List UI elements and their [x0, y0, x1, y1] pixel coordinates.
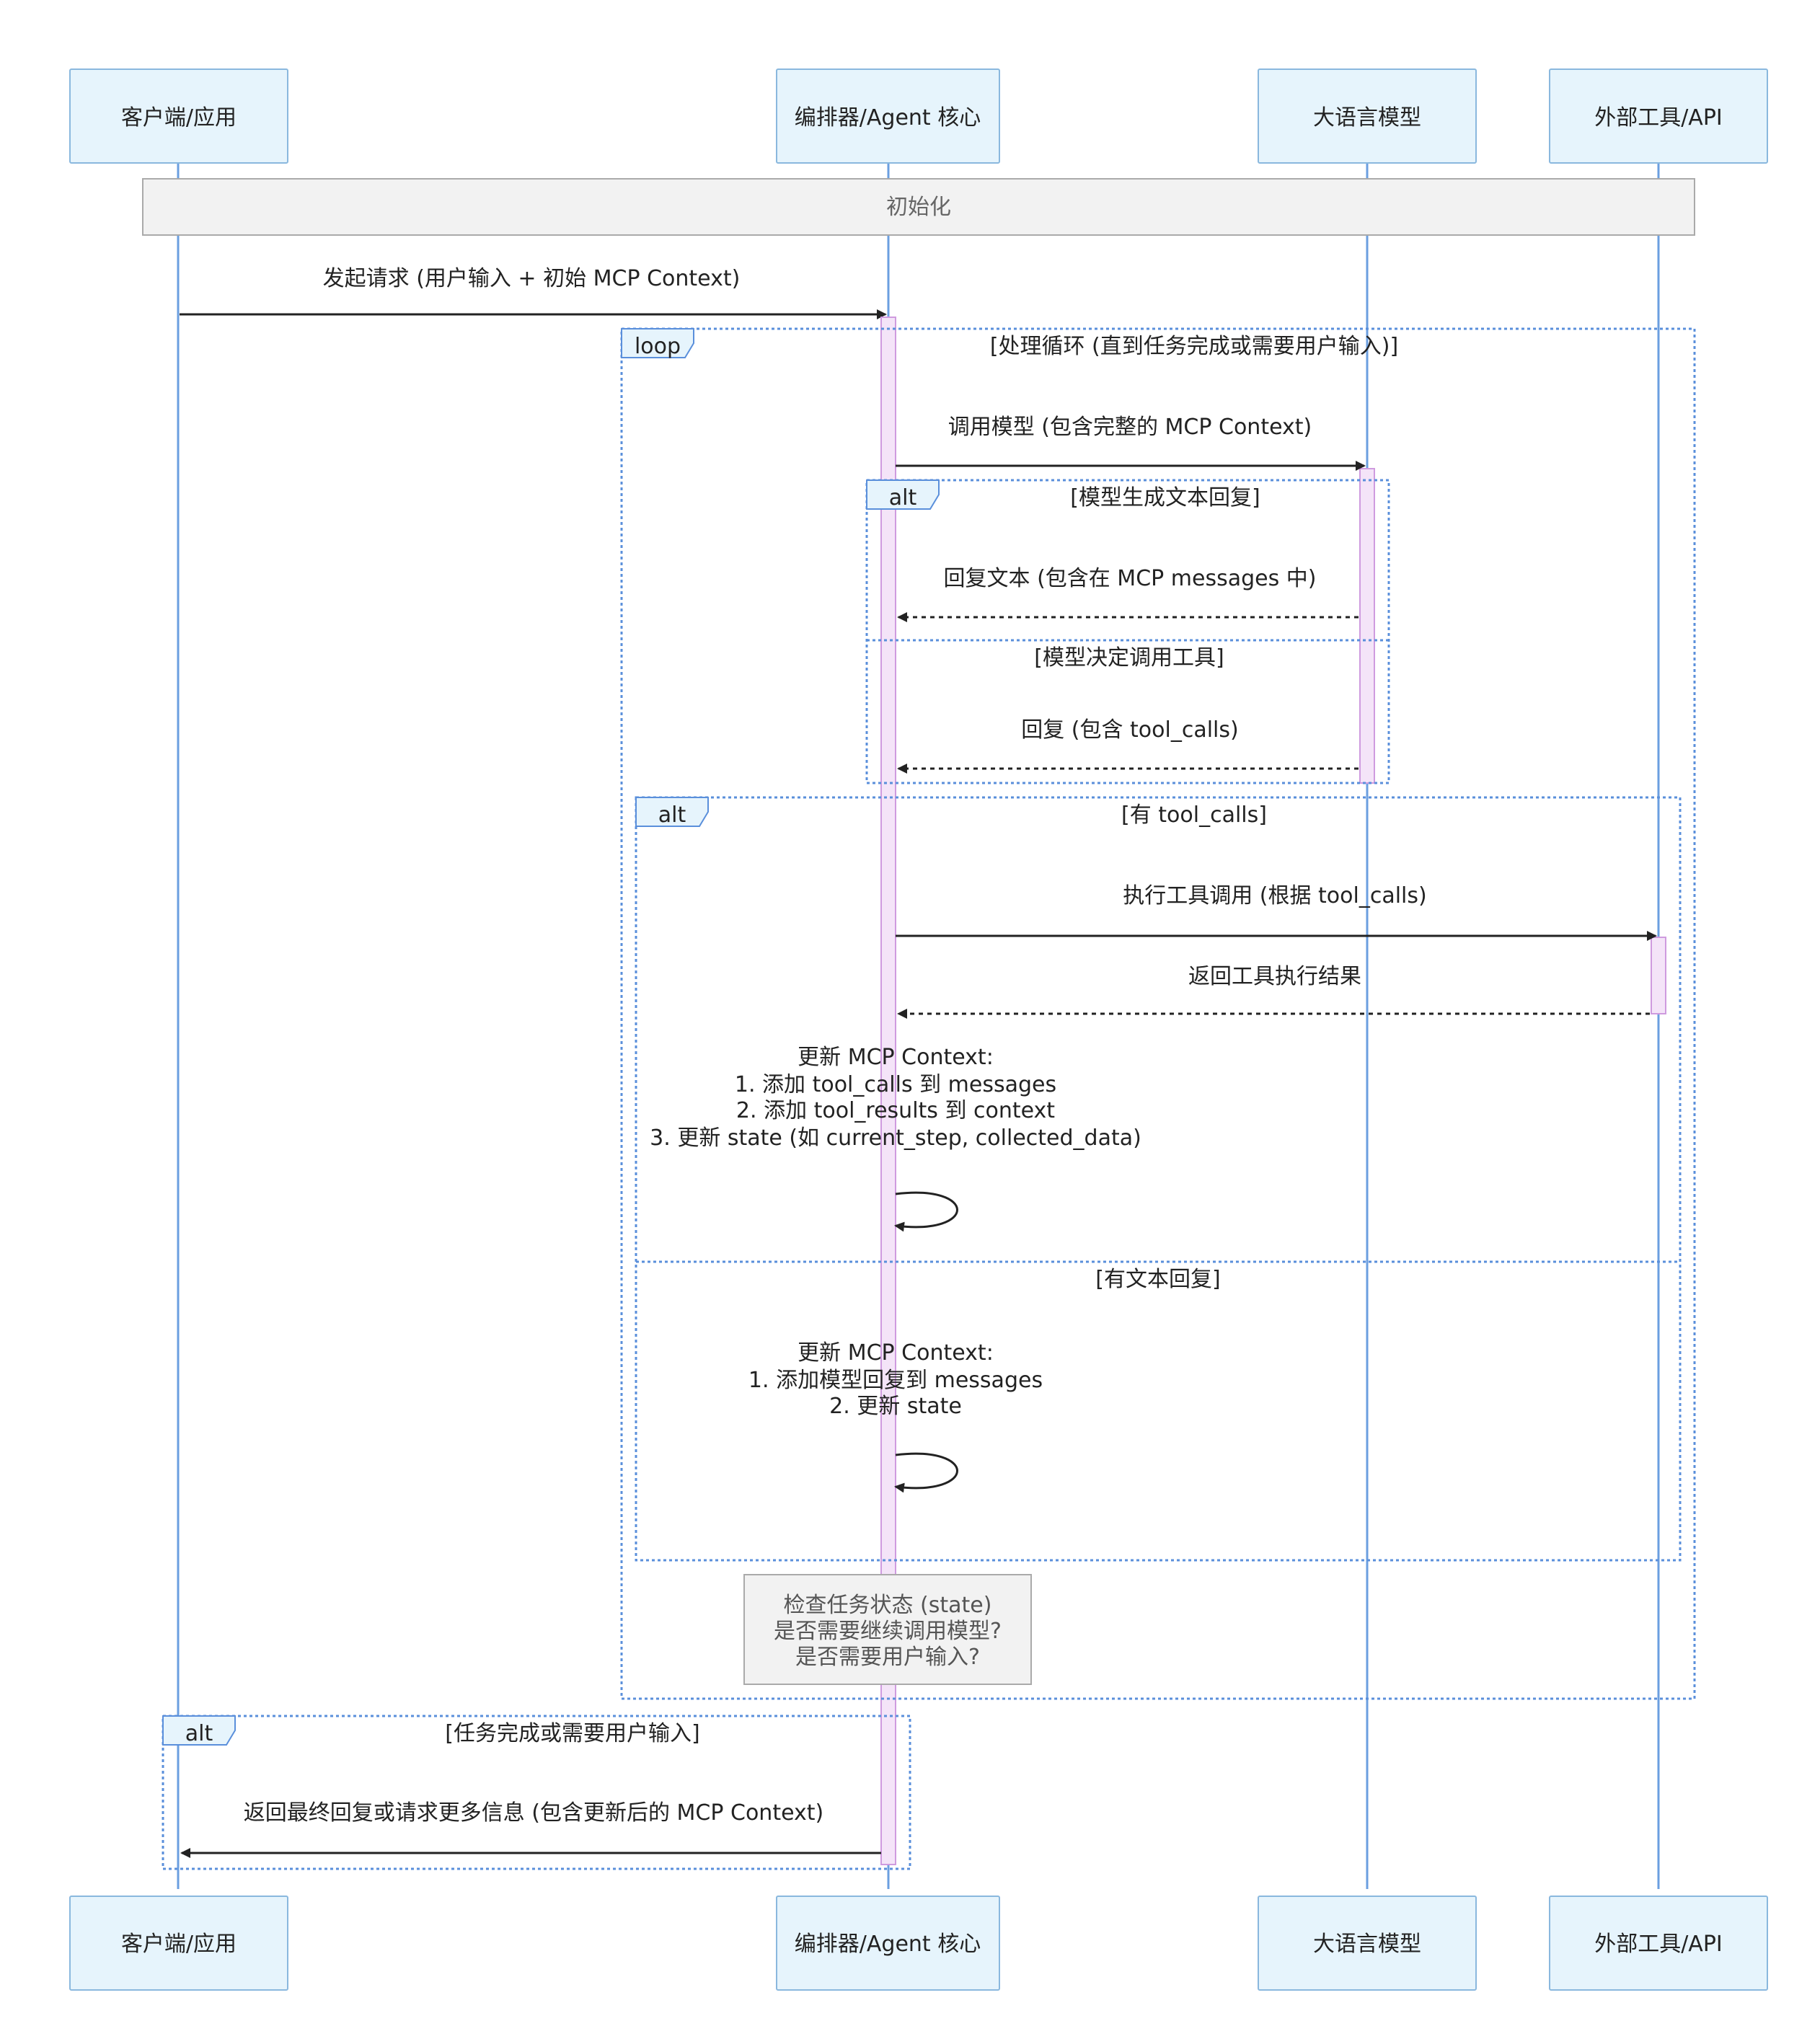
loop-condition: [处理循环 (直到任务完成或需要用户输入)] [990, 334, 1398, 359]
actor-client-top: 客户端/应用 [69, 68, 288, 164]
self-message-arrow-1 [894, 1191, 958, 1232]
self-message-arrow-2 [894, 1452, 958, 1493]
init-note: 初始化 [142, 178, 1695, 236]
actor-tools-bottom: 外部工具/API [1549, 1896, 1768, 1991]
check-state-note: 检查任务状态 (state) 是否需要继续调用模型? 是否需要用户输入? [743, 1574, 1032, 1685]
self-message-label-1-line-4: 3. 更新 state (如 current_step, collected_d… [650, 1125, 1141, 1151]
activation-orchestrator [880, 317, 896, 1865]
self-message-label-1-line-3: 2. 添加 tool_results 到 context [736, 1098, 1055, 1123]
self-message-label-1-line-2: 1. 添加 tool_calls 到 messages [735, 1072, 1056, 1097]
actor-tools-top: 外部工具/API [1549, 68, 1768, 164]
message-label-execute-tool: 执行工具调用 (根据 tool_calls) [1123, 883, 1426, 908]
loop-tag: loop [635, 334, 681, 359]
activation-tools [1651, 937, 1666, 1014]
alt1-else: [模型决定调用工具] [1034, 645, 1224, 671]
alt-frame-task-complete: alt [任务完成或需要用户输入] [162, 1715, 911, 1870]
message-label-tool-result: 返回工具执行结果 [1188, 964, 1361, 989]
alt1-tag: alt [889, 485, 917, 510]
alt2-tag: alt [658, 802, 686, 828]
loop-frame: loop [处理循环 (直到任务完成或需要用户输入)] [620, 327, 1696, 1700]
alt3-tag: alt [185, 1721, 213, 1746]
alt2-else: [有文本回复] [1095, 1267, 1220, 1292]
message-label-call-model: 调用模型 (包含完整的 MCP Context) [948, 415, 1312, 440]
alt-frame-model-response: alt [模型生成文本回复] [模型决定调用工具] [865, 479, 1390, 784]
message-label-tool-calls-reply: 回复 (包含 tool_calls) [1021, 717, 1238, 743]
actor-tools-top-label: 外部工具/API [1594, 105, 1723, 131]
self-message-label-2-line-2: 1. 添加模型回复到 messages [748, 1368, 1043, 1393]
actor-orchestrator-bottom: 编排器/Agent 核心 [776, 1896, 1000, 1991]
message-label-final-reply: 返回最终回复或请求更多信息 (包含更新后的 MCP Context) [244, 1800, 823, 1826]
alt1-condition: [模型生成文本回复] [1070, 485, 1260, 510]
check-note-line-2: 是否需要继续调用模型? [774, 1619, 1002, 1644]
activation-llm [1359, 468, 1375, 784]
actor-client-top-label: 客户端/应用 [121, 105, 237, 131]
check-note-line-3: 是否需要用户输入? [795, 1645, 980, 1670]
actor-tools-bottom-label: 外部工具/API [1594, 1932, 1723, 1957]
actor-orchestrator-bottom-label: 编排器/Agent 核心 [795, 1932, 981, 1957]
self-message-label-2-line-1: 更新 MCP Context: [798, 1340, 994, 1366]
alt-frame-tool-calls: alt [有 tool_calls] [有文本回复] [635, 796, 1682, 1562]
actor-llm-top-label: 大语言模型 [1313, 105, 1421, 131]
init-note-label: 初始化 [886, 195, 951, 220]
actor-llm-bottom: 大语言模型 [1258, 1896, 1477, 1991]
actor-llm-bottom-label: 大语言模型 [1313, 1932, 1421, 1957]
actor-client-bottom-label: 客户端/应用 [121, 1932, 237, 1957]
message-label-text-reply: 回复文本 (包含在 MCP messages 中) [944, 566, 1317, 591]
actor-llm-top: 大语言模型 [1258, 68, 1477, 164]
actor-orchestrator-top: 编排器/Agent 核心 [776, 68, 1000, 164]
alt3-condition: [任务完成或需要用户输入] [445, 1721, 699, 1746]
actor-client-bottom: 客户端/应用 [69, 1896, 288, 1991]
check-note-line-1: 检查任务状态 (state) [784, 1593, 992, 1618]
alt2-condition: [有 tool_calls] [1121, 802, 1267, 828]
actor-orchestrator-top-label: 编排器/Agent 核心 [795, 105, 981, 131]
self-message-label-1-line-1: 更新 MCP Context: [798, 1045, 994, 1070]
self-message-label-2-line-3: 2. 更新 state [829, 1394, 962, 1419]
message-label-request: 发起请求 (用户输入 + 初始 MCP Context) [323, 266, 741, 291]
